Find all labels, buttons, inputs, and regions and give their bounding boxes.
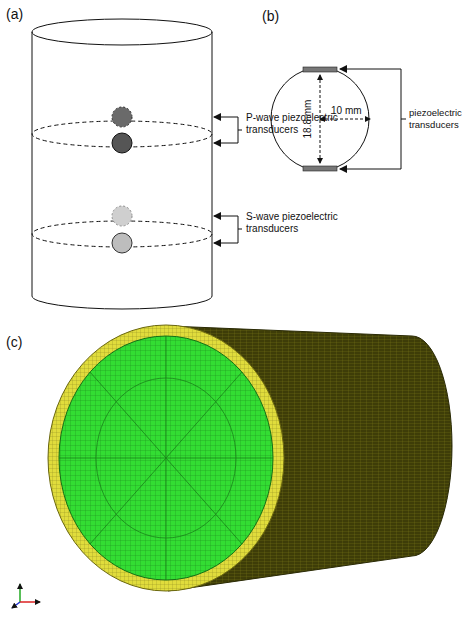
panel-letter: (c) — [6, 334, 36, 350]
transducer-symbols — [112, 107, 132, 253]
dimension-label: 18.8 mm — [302, 94, 314, 144]
leader-brackets — [214, 117, 242, 243]
mesh-model — [48, 325, 452, 591]
axis-triad — [12, 584, 40, 608]
dimension-label: 10 mm — [331, 105, 371, 117]
sample-cylinder — [32, 19, 212, 309]
transducer-label: piezoelectric transducers — [409, 107, 471, 131]
panel-letter: (a) — [6, 6, 36, 22]
panel-letter: (b) — [262, 8, 292, 24]
transducer-label: S-wave piezoelectric transducers — [246, 211, 346, 235]
